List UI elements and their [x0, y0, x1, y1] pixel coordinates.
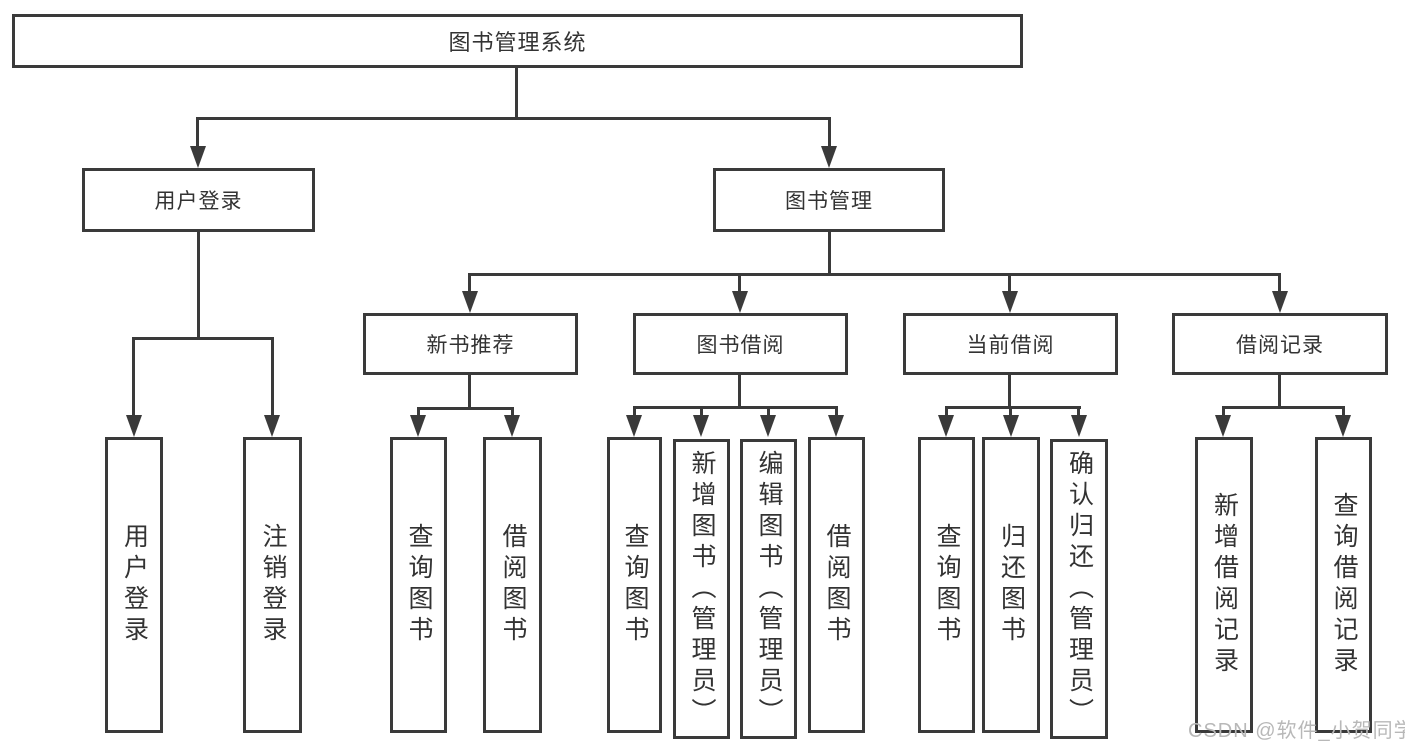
leaf-query-books-2: 查询图书 — [607, 437, 662, 733]
node-book-management-label: 图书管理 — [785, 190, 873, 213]
connector-drop-current-borrowing — [1008, 273, 1011, 297]
connector-drop-leaf-user-login — [132, 337, 135, 422]
connector-drop-add-books — [700, 406, 703, 418]
connector-drop-borrow-books-2 — [835, 406, 838, 418]
connector-new-book-recommend-stem — [468, 375, 471, 410]
connector-drop-edit-books — [767, 406, 770, 418]
connector-book-borrowing-stem — [738, 375, 741, 409]
arrow-down-icon — [732, 291, 748, 313]
connector-root-stem — [515, 68, 518, 120]
leaf-query-borrow-record-label: 查询借阅记录 — [1330, 492, 1358, 678]
arrow-down-icon — [828, 415, 844, 437]
arrow-down-icon — [626, 415, 642, 437]
arrow-down-icon — [462, 291, 478, 313]
arrow-down-icon — [504, 415, 520, 437]
connector-root-bar — [196, 117, 831, 120]
leaf-edit-books-admin-label: 编辑图书（管理员） — [755, 449, 783, 729]
arrow-down-icon — [126, 415, 142, 437]
node-new-book-recommend-label: 新书推荐 — [426, 334, 515, 357]
node-book-borrowing-label: 图书借阅 — [696, 334, 785, 357]
arrow-down-icon — [1071, 415, 1087, 437]
connector-drop-confirm-return — [1077, 406, 1080, 418]
connector-drop-borrow-books-1 — [511, 407, 514, 419]
leaf-add-books-admin: 新增图书（管理员） — [673, 439, 730, 739]
leaf-borrow-books-2-label: 借阅图书 — [823, 523, 851, 647]
leaf-add-books-admin-label: 新增图书（管理员） — [688, 449, 716, 729]
arrow-down-icon — [1335, 415, 1351, 437]
leaf-borrow-books-1: 借阅图书 — [483, 437, 542, 733]
leaf-add-borrow-record: 新增借阅记录 — [1195, 437, 1253, 733]
leaf-query-books-1-label: 查询图书 — [405, 523, 433, 647]
connector-new-book-recommend-bar — [417, 407, 514, 410]
arrow-down-icon — [938, 415, 954, 437]
leaf-query-borrow-record: 查询借阅记录 — [1315, 437, 1372, 733]
connector-drop-add-borrow-record — [1222, 406, 1225, 418]
node-user-login-label: 用户登录 — [154, 190, 243, 213]
leaf-return-books: 归还图书 — [982, 437, 1040, 733]
connector-drop-borrowing-records — [1278, 273, 1281, 297]
connector-drop-query-books-2 — [633, 406, 636, 418]
arrow-down-icon — [190, 146, 206, 168]
node-book-borrowing: 图书借阅 — [633, 313, 848, 375]
connector-drop-query-borrow-record — [1342, 406, 1345, 418]
connector-drop-query-books-1 — [417, 407, 420, 419]
arrow-down-icon — [264, 415, 280, 437]
arrow-down-icon — [1215, 415, 1231, 437]
csdn-watermark: CSDN @软件_小贺同学 — [1188, 720, 1405, 742]
node-borrowing-records: 借阅记录 — [1172, 313, 1388, 375]
connector-drop-query-books-3 — [945, 406, 948, 418]
connector-user-login-bar — [132, 337, 273, 340]
leaf-add-borrow-record-label: 新增借阅记录 — [1210, 492, 1239, 678]
leaf-user-login: 用户登录 — [105, 437, 163, 733]
leaf-query-books-3-label: 查询图书 — [933, 523, 961, 647]
connector-book-management-stem — [828, 232, 831, 276]
node-book-management: 图书管理 — [713, 168, 945, 232]
connector-user-login-stem — [197, 232, 200, 340]
connector-drop-return-books — [1009, 406, 1012, 418]
connector-drop-user-login — [196, 117, 199, 150]
arrow-down-icon — [1002, 291, 1018, 313]
node-user-login: 用户登录 — [82, 168, 315, 232]
node-root: 图书管理系统 — [12, 14, 1023, 68]
arrow-down-icon — [410, 415, 426, 437]
leaf-query-books-1: 查询图书 — [390, 437, 447, 733]
node-current-borrowing-label: 当前借阅 — [966, 334, 1055, 357]
leaf-query-books-2-label: 查询图书 — [621, 523, 649, 647]
node-borrowing-records-label: 借阅记录 — [1236, 334, 1324, 357]
leaf-query-books-3: 查询图书 — [918, 437, 975, 733]
leaf-confirm-return-admin: 确认归还（管理员） — [1050, 439, 1108, 739]
arrow-down-icon — [760, 415, 776, 437]
connector-borrowing-records-bar — [1222, 406, 1345, 409]
leaf-borrow-books-2: 借阅图书 — [808, 437, 865, 733]
connector-current-borrowing-stem — [1008, 375, 1011, 409]
leaf-confirm-return-admin-label: 确认归还（管理员） — [1065, 449, 1094, 729]
arrow-down-icon — [693, 415, 709, 437]
leaf-user-login-label: 用户登录 — [120, 523, 149, 647]
leaf-logout-label: 注销登录 — [259, 523, 287, 647]
node-new-book-recommend: 新书推荐 — [363, 313, 578, 375]
connector-drop-leaf-logout — [271, 337, 274, 422]
connector-current-borrowing-bar — [945, 406, 1081, 409]
node-current-borrowing: 当前借阅 — [903, 313, 1118, 375]
connector-book-borrowing-bar — [633, 406, 838, 409]
connector-drop-book-management — [828, 117, 831, 150]
leaf-logout: 注销登录 — [243, 437, 302, 733]
connector-drop-book-borrowing — [738, 273, 741, 297]
arrow-down-icon — [1003, 415, 1019, 437]
node-root-label: 图书管理系统 — [448, 30, 587, 55]
leaf-return-books-label: 归还图书 — [997, 523, 1026, 647]
arrow-down-icon — [1272, 291, 1288, 313]
connector-book-management-bar — [468, 273, 1281, 276]
arrow-down-icon — [821, 146, 837, 168]
connector-borrowing-records-stem — [1278, 375, 1281, 409]
leaf-borrow-books-1-label: 借阅图书 — [499, 523, 527, 647]
leaf-edit-books-admin: 编辑图书（管理员） — [740, 439, 797, 739]
connector-drop-new-book-recommend — [468, 273, 471, 297]
